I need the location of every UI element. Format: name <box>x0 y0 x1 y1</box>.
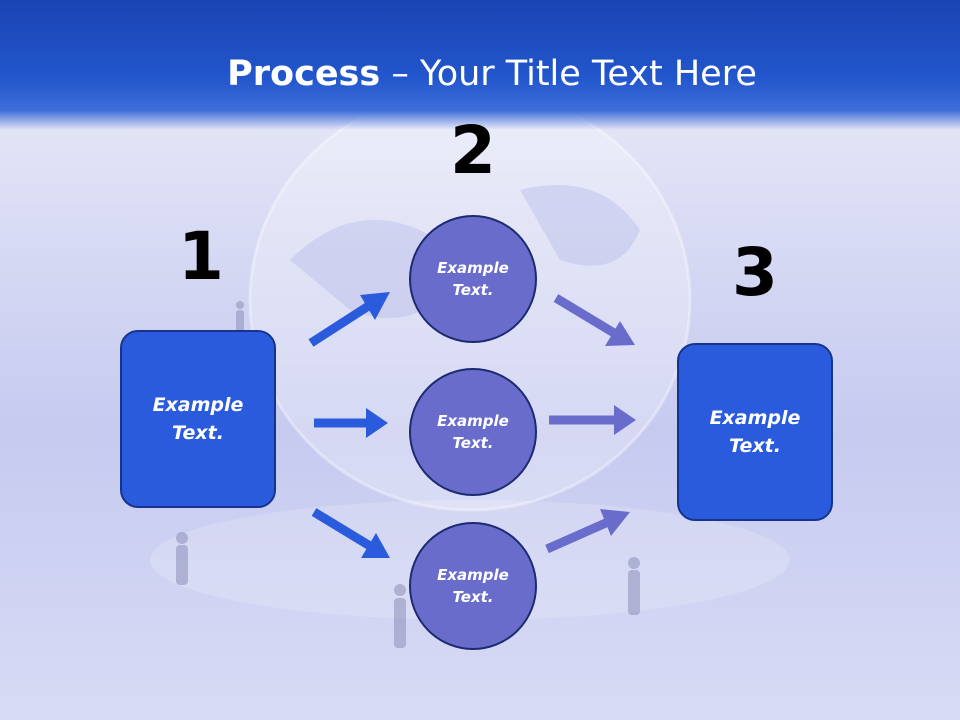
step-2-circle-bottom: Example Text. <box>409 522 537 650</box>
step-3-text: Example Text. <box>709 406 801 458</box>
circle-middle-text: Example Text. <box>437 411 509 453</box>
step-2-circle-top: Example Text. <box>409 215 537 343</box>
title-bold: Process <box>227 54 381 94</box>
arrow-top-to-3 <box>553 294 635 346</box>
figure-silhouette <box>176 301 640 648</box>
title-rest: – Your Title Text Here <box>380 54 757 94</box>
arrow-bottom-to-3 <box>545 509 630 554</box>
step-3-box: Example Text. <box>677 343 833 521</box>
step-number-2: 2 <box>450 112 496 189</box>
step-number-1: 1 <box>178 218 224 295</box>
step-1-text: Example Text. <box>152 393 244 445</box>
slide-title: Process – Your Title Text Here <box>0 54 960 94</box>
circle-bottom-text: Example Text. <box>437 565 509 607</box>
step-2-circle-middle: Example Text. <box>409 368 537 496</box>
arrow-1-to-top <box>308 292 390 347</box>
step-1-box: Example Text. <box>120 330 276 508</box>
circle-top-text: Example Text. <box>437 258 509 300</box>
title-bar <box>0 0 960 130</box>
arrow-middle-to-3 <box>549 405 636 435</box>
step-number-3: 3 <box>732 234 778 311</box>
arrow-1-to-middle <box>314 408 388 438</box>
arrow-1-to-bottom <box>311 508 390 558</box>
